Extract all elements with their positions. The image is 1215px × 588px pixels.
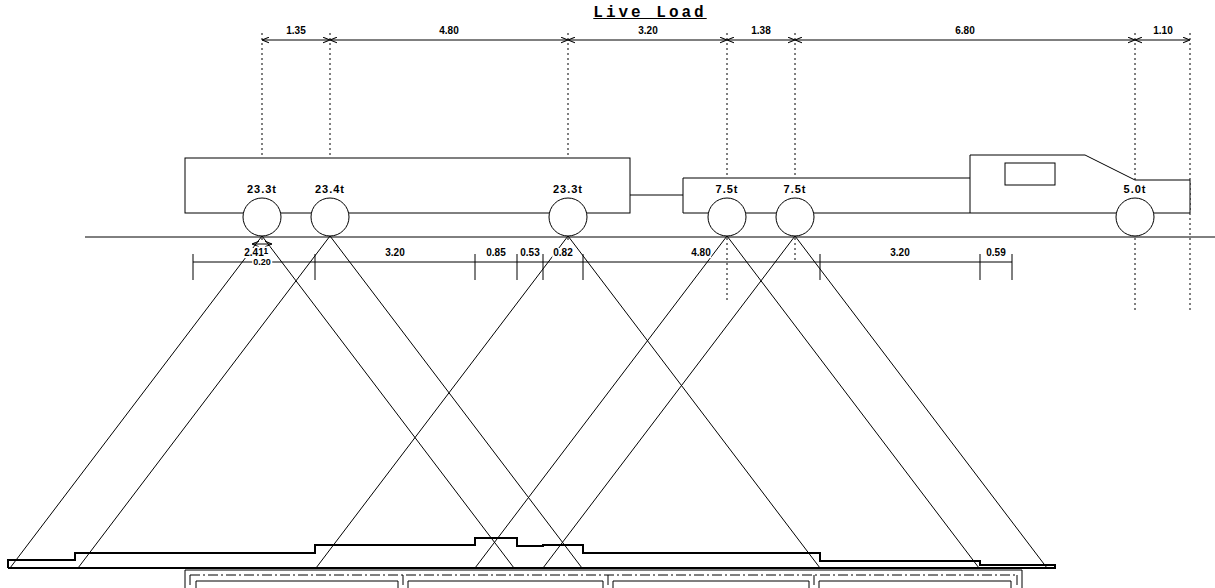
wheel-load: 7.5t [715, 184, 740, 195]
wheel-load: 5.0t [1123, 184, 1148, 195]
distribution-dimension: 4.80 [690, 248, 711, 258]
distribution-dimension: 0.82 [552, 248, 573, 258]
span-dimension: 3.20 [637, 26, 658, 36]
distribution-dimension: 0.59 [985, 248, 1006, 258]
distribution-dimension: 2.41 [243, 248, 264, 258]
distribution-dimension: 3.20 [384, 248, 405, 258]
span-dimension: 1.35 [285, 26, 306, 36]
distribution-dimension: 3.20 [889, 248, 910, 258]
wheel-load: 23.3t [246, 184, 278, 195]
distribution-dimension: 0.85 [485, 248, 506, 258]
wheel-load: 7.5t [783, 184, 808, 195]
contact-dimension: 0.20 [252, 258, 272, 267]
span-dimension: 6.80 [954, 26, 975, 36]
span-dimension: 1.10 [1152, 26, 1173, 36]
wheel-load: 23.4t [314, 184, 346, 195]
wheel-load: 23.3t [552, 184, 584, 195]
span-dimension: 1.38 [750, 26, 771, 36]
diagram-title: Live Load [593, 4, 706, 22]
distribution-dimension: 0.53 [519, 248, 540, 258]
span-dimension: 4.80 [438, 26, 459, 36]
